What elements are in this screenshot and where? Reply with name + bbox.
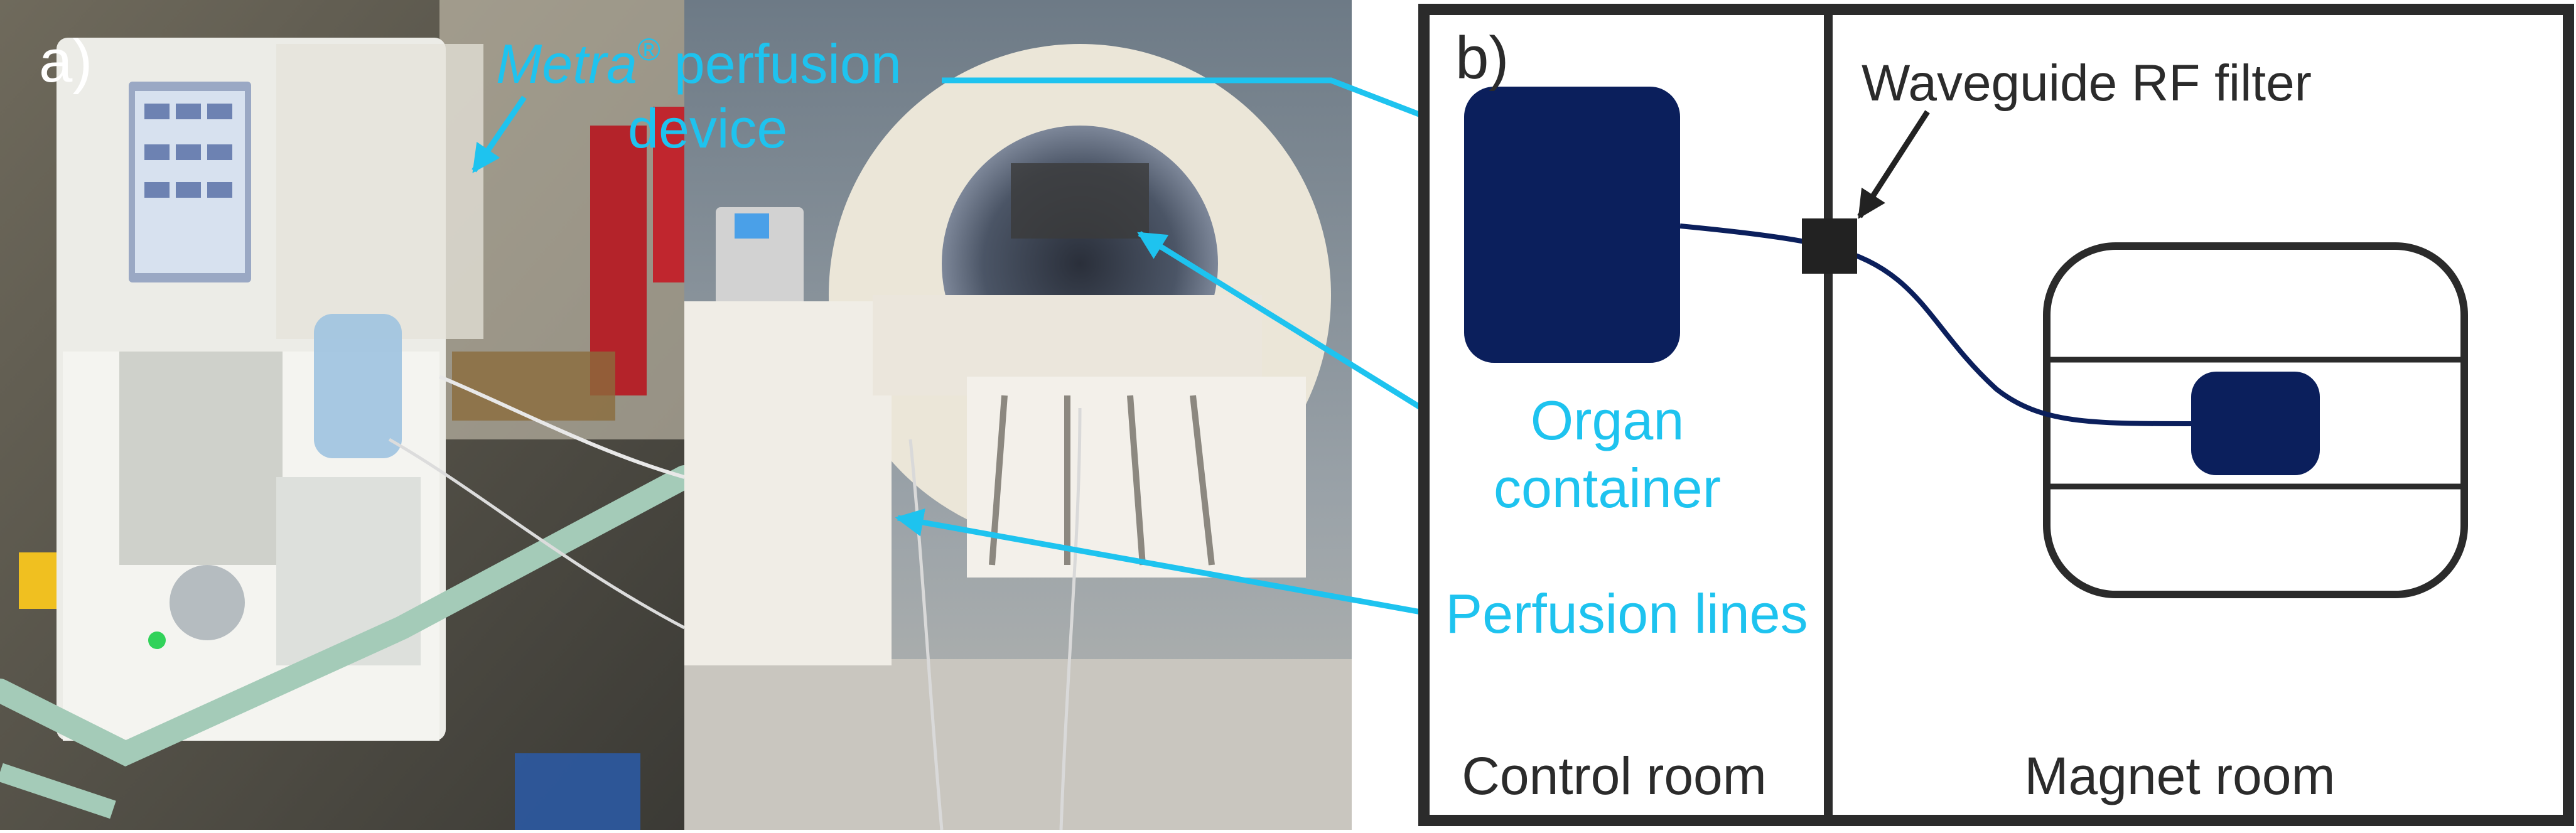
organ-container bbox=[2191, 372, 2320, 475]
perfusion-lines-label: Perfusion lines bbox=[1445, 583, 1808, 645]
panel-b-label: b) bbox=[1455, 24, 1509, 92]
organ-label-line1: Organ bbox=[1531, 389, 1684, 451]
device-callout-rest: perfusion bbox=[674, 33, 902, 95]
perfusion-to-scanner-arrow bbox=[895, 508, 1432, 617]
control-room-container bbox=[1464, 87, 1680, 363]
waveguide-label: Waveguide RF filter bbox=[1862, 55, 2312, 112]
organ-label-line2: container bbox=[1494, 457, 1721, 519]
waveguide-filter bbox=[1802, 218, 1857, 274]
device-callout-italic: Metra bbox=[496, 33, 637, 95]
device-callout-registered: ® bbox=[637, 32, 660, 67]
control-room-label: Control room bbox=[1462, 746, 1767, 805]
waveguide-arrow bbox=[1857, 110, 1930, 219]
photo-perfusion-device bbox=[0, 0, 696, 830]
device-to-container-arrow bbox=[942, 77, 1460, 133]
device-callout-line2: device bbox=[628, 97, 787, 159]
device-callout-line1: Metra® perfusion bbox=[496, 32, 902, 95]
magnet-room-label: Magnet room bbox=[2025, 746, 2336, 805]
perfusion-line bbox=[1679, 223, 2192, 426]
device-arrow bbox=[472, 95, 527, 173]
photo-mri-scanner bbox=[684, 0, 1352, 830]
schematic-panel bbox=[1418, 4, 2574, 826]
panel-a-label: a) bbox=[39, 28, 92, 95]
